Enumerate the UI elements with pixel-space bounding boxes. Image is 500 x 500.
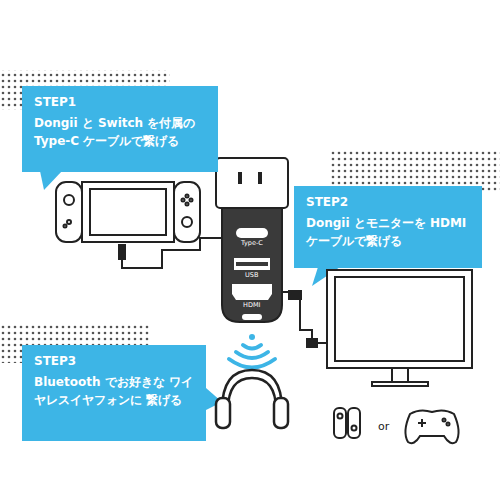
step-callout: STEP1Dongii と Switch を付属の Type-C ケーブルで繋げ… bbox=[22, 86, 218, 172]
type-c-cable bbox=[118, 238, 222, 268]
or-label: or bbox=[378, 421, 389, 432]
monitor bbox=[327, 270, 472, 386]
gamepad-icon bbox=[405, 410, 458, 443]
step-heading: STEP3 bbox=[34, 353, 194, 370]
step-heading: STEP2 bbox=[306, 194, 470, 211]
port-label: Type-C bbox=[241, 240, 263, 247]
port-label: HDMI bbox=[243, 302, 260, 309]
step-callout: STEP3Bluetooth でお好きな ワイヤレスイヤフォンに 繋げる bbox=[22, 345, 206, 441]
step-callout: STEP2Dongii とモニターを HDMI ケーブルで繋げる bbox=[294, 186, 482, 268]
joycon-icon bbox=[334, 408, 360, 438]
step-body: Dongii とモニターを HDMI ケーブルで繋げる bbox=[306, 215, 470, 250]
dongii-adapter bbox=[216, 158, 288, 322]
bluetooth-waves bbox=[229, 334, 275, 368]
bubble-tail bbox=[40, 171, 62, 190]
hdmi-cable bbox=[282, 290, 327, 348]
port-label: USB bbox=[245, 272, 258, 279]
switch-console bbox=[56, 182, 200, 242]
headphones bbox=[216, 370, 288, 428]
step-body: Bluetooth でお好きな ワイヤレスイヤフォンに 繋げる bbox=[34, 374, 194, 409]
step-heading: STEP1 bbox=[34, 94, 206, 111]
step-body: Dongii と Switch を付属の Type-C ケーブルで繋げる bbox=[34, 115, 206, 150]
